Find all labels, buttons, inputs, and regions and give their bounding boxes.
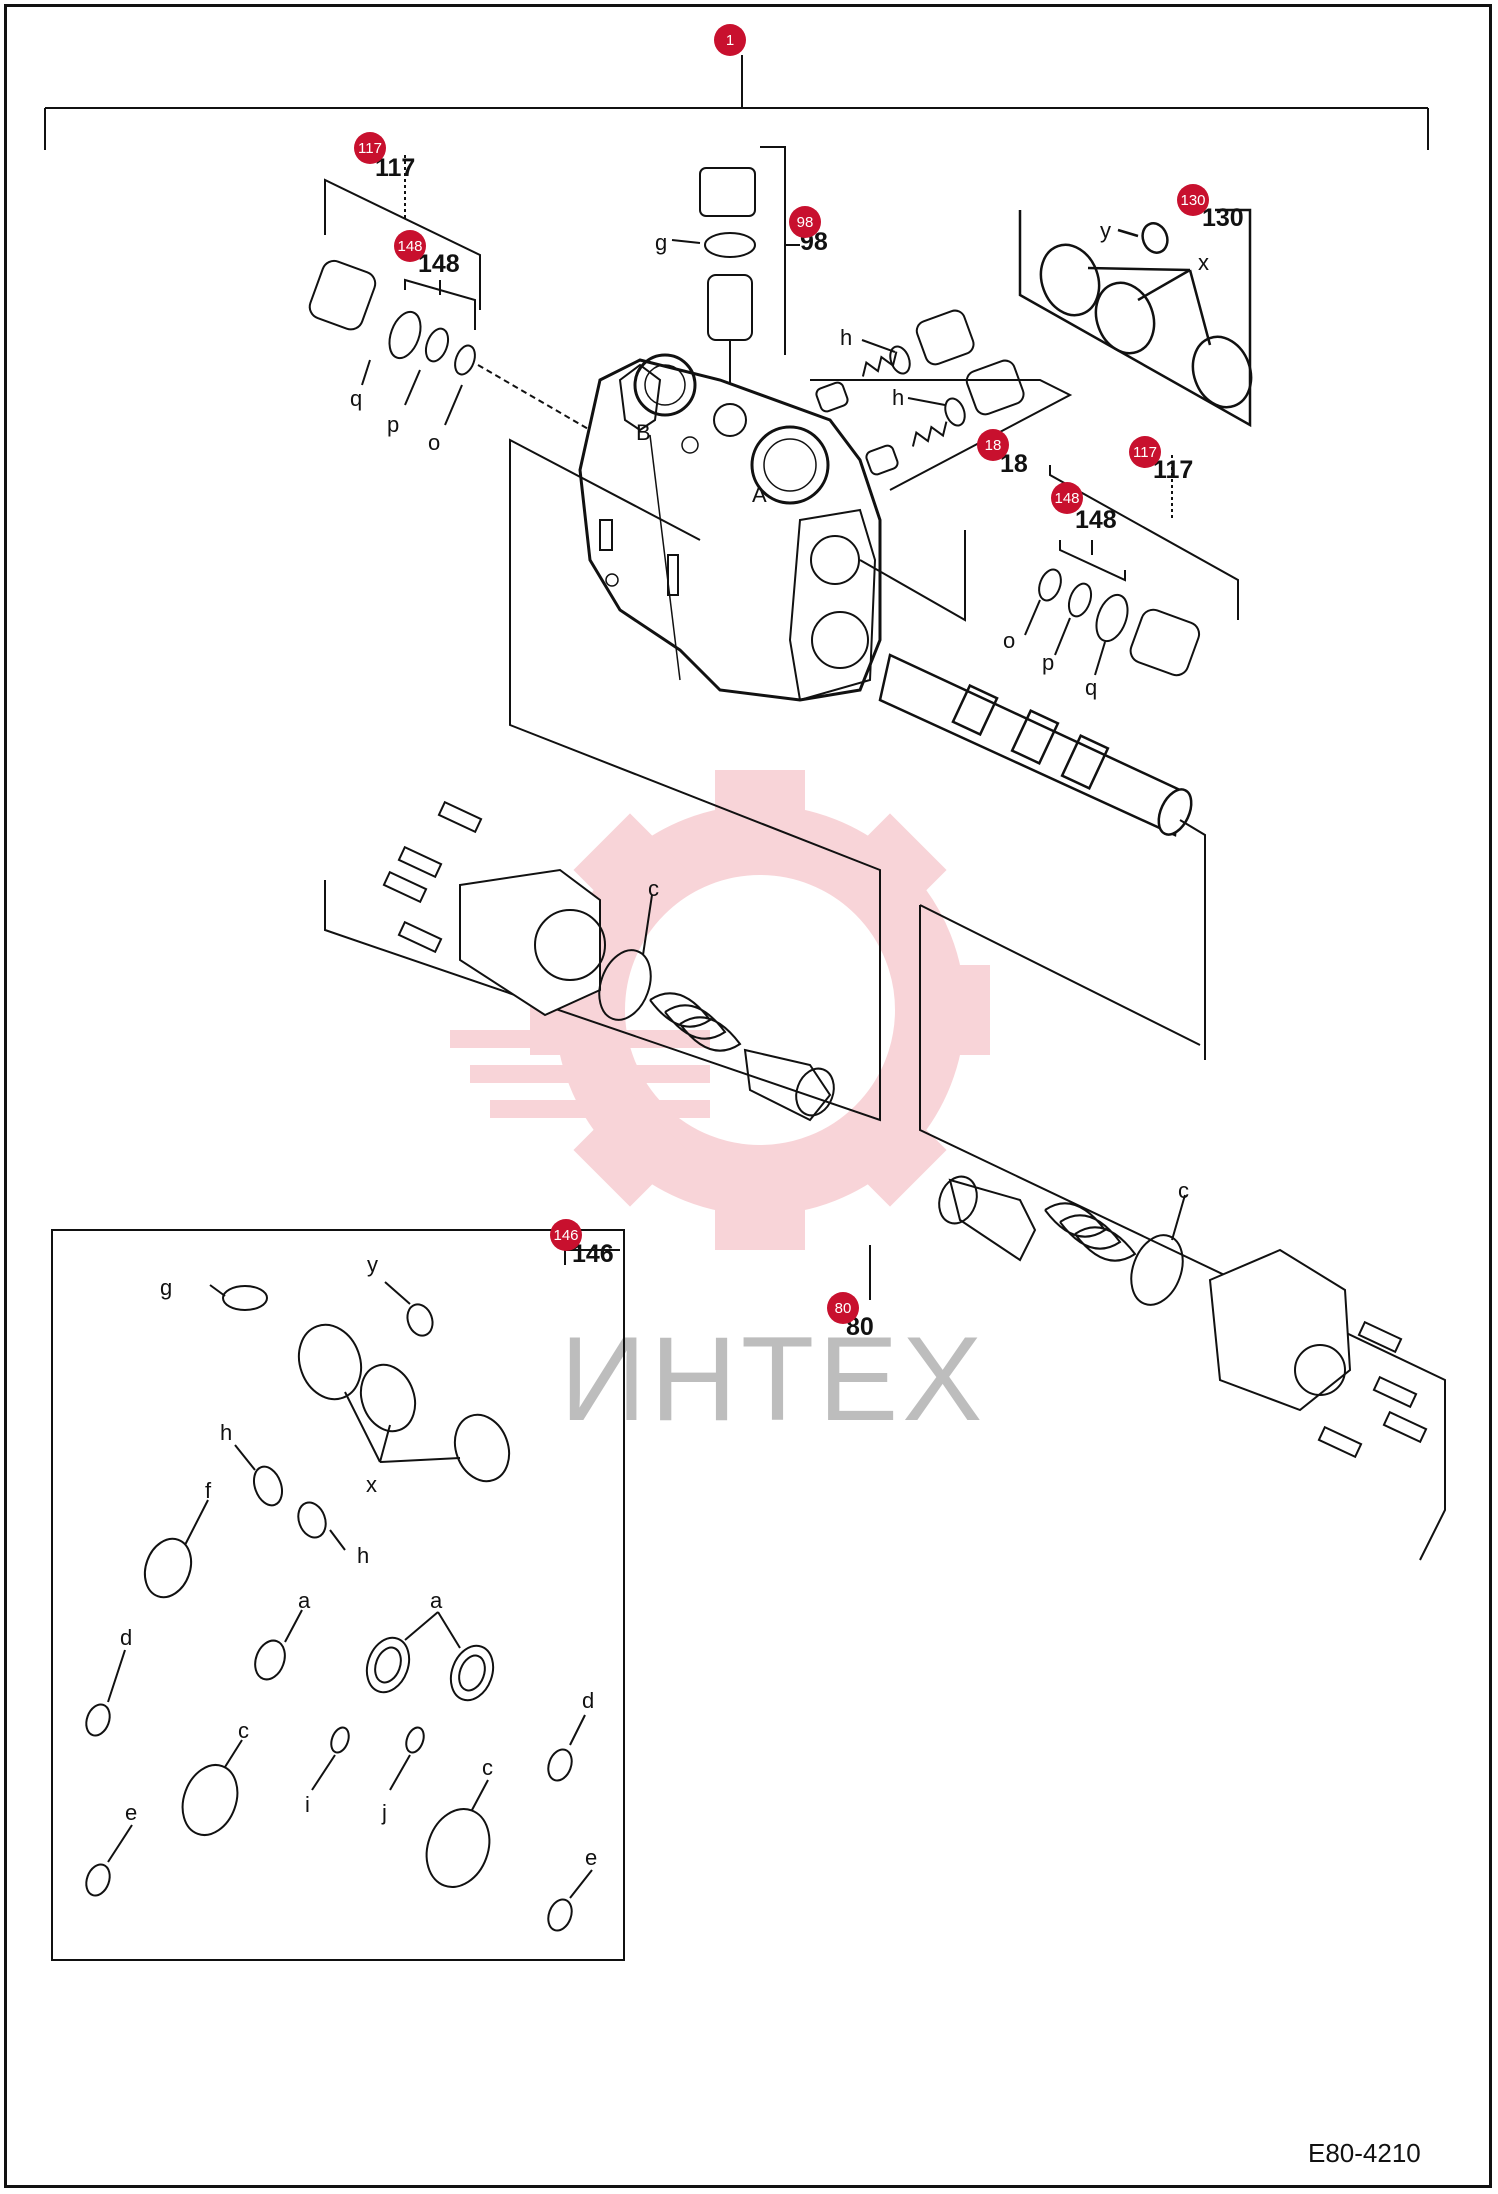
kit-letter-c-1: c	[238, 1718, 249, 1743]
label-146: 146	[572, 1240, 614, 1268]
callout-badge-148-left[interactable]: 148	[394, 230, 426, 262]
letter-x-top: x	[1198, 250, 1209, 275]
letter-labels: g h h y x q p o o p q c c g y x h h f a …	[120, 218, 1209, 1870]
kit-letter-a-1: a	[298, 1588, 311, 1613]
left-plug-group	[308, 155, 591, 431]
callout-badge-117-left[interactable]: 117	[354, 132, 386, 164]
letter-h-mid: h	[892, 385, 904, 410]
callout-badge-18[interactable]: 18	[977, 429, 1009, 461]
svg-text:18: 18	[985, 437, 1002, 454]
diagram-frame	[4, 4, 1492, 2188]
letter-q-right: q	[1085, 675, 1097, 700]
callout-badge-148-right[interactable]: 148	[1051, 482, 1083, 514]
diagram-code: E80-4210	[1308, 2138, 1421, 2168]
callout-badge-130[interactable]: 130	[1177, 184, 1209, 216]
label-148-right: 148	[1075, 506, 1117, 534]
callout-badge-146[interactable]: 146	[550, 1219, 582, 1251]
kit-letter-x: x	[366, 1472, 377, 1497]
label-148-left: 148	[418, 250, 460, 278]
svg-text:80: 80	[835, 1300, 852, 1317]
callout-badge-117-right[interactable]: 117	[1129, 436, 1161, 468]
letter-p-right: p	[1042, 650, 1054, 675]
oring-kit-130-group	[1018, 208, 1253, 428]
kit-letter-c-2: c	[482, 1755, 493, 1780]
kit-letter-d-2: d	[582, 1688, 594, 1713]
kit-letter-g: g	[160, 1275, 172, 1300]
kit-letter-e-2: e	[585, 1845, 597, 1870]
svg-text:1: 1	[726, 32, 734, 49]
letter-q-left: q	[350, 386, 362, 411]
svg-text:146: 146	[553, 1227, 578, 1244]
callout-badge-80[interactable]: 80	[827, 1292, 859, 1324]
right-cap-assembly	[869, 904, 1446, 1561]
kit-letter-e-1: e	[125, 1800, 137, 1825]
seal-kit-146-box	[51, 1229, 625, 1961]
svg-text:148: 148	[1054, 490, 1079, 507]
letter-o-left: o	[428, 430, 440, 455]
watermark-logo	[450, 770, 990, 1250]
letter-y-top: y	[1100, 218, 1111, 243]
port-a-label: A	[752, 482, 767, 507]
port-b-label: B	[636, 420, 651, 445]
watermark-text: ИНТЕХ	[560, 1312, 986, 1446]
label-130: 130	[1202, 204, 1244, 232]
svg-text:148: 148	[397, 238, 422, 255]
letter-c-right: c	[1178, 1178, 1189, 1203]
plug-98-group	[671, 146, 800, 410]
kit-letter-j: j	[381, 1800, 387, 1825]
kit-letter-a-2: a	[430, 1588, 443, 1613]
assembly-bracket-1	[44, 55, 1429, 150]
svg-text:117: 117	[1133, 444, 1157, 461]
spool	[878, 653, 1206, 1060]
callout-badge-1[interactable]: 1	[714, 24, 746, 56]
left-cap-assembly	[324, 438, 881, 1122]
label-117-right: 117	[1153, 456, 1193, 484]
kit-letter-h-2: h	[357, 1543, 369, 1568]
callout-badges: 1 117 148 98 130 18	[354, 24, 1209, 1324]
letter-h-top: h	[840, 325, 852, 350]
kit-letter-f: f	[205, 1478, 212, 1503]
svg-text:98: 98	[797, 214, 814, 231]
letter-p-left: p	[387, 412, 399, 437]
kit-letter-h-1: h	[220, 1420, 232, 1445]
svg-text:130: 130	[1180, 192, 1205, 209]
callout-badge-98[interactable]: 98	[789, 206, 821, 238]
kit-letter-d-1: d	[120, 1625, 132, 1650]
kit-letter-i: i	[305, 1792, 310, 1817]
kit-letter-y: y	[367, 1252, 378, 1277]
valve-body	[578, 353, 882, 702]
letter-o-right: o	[1003, 628, 1015, 653]
letter-c-left: c	[648, 876, 659, 901]
right-plug-group	[859, 455, 1239, 677]
letter-g-top: g	[655, 230, 667, 255]
svg-text:117: 117	[358, 140, 382, 157]
